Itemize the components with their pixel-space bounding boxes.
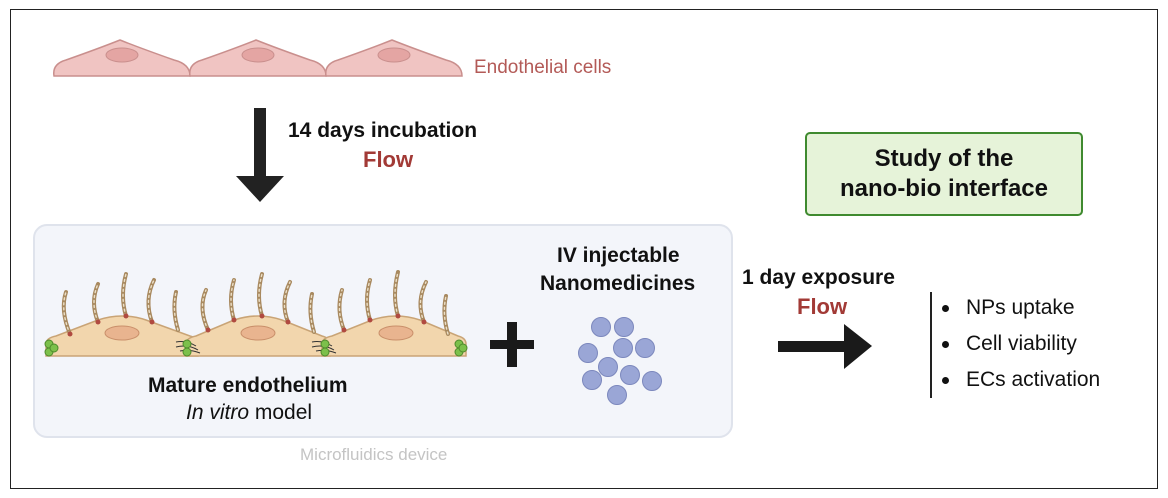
nanoparticle-icon [598, 357, 618, 377]
nanomedicines-label: Nanomedicines [540, 272, 696, 295]
mature-endothelium-illustration [44, 270, 468, 357]
nanoparticle-icon [642, 371, 662, 391]
study-title-line2: nano-bio interface [839, 175, 1049, 202]
endothelial-cells-row [53, 39, 463, 77]
figure-frame [10, 9, 1158, 489]
nucleus-icon [378, 325, 414, 341]
study-title-line1: Study of the [874, 145, 1014, 172]
flow-label-right: Flow [797, 294, 848, 319]
glycocalyx-icon [61, 270, 450, 337]
nanoparticle-icon [582, 370, 602, 390]
nanoparticle-icon [578, 343, 598, 363]
nucleus-icon [104, 325, 140, 341]
right-arrow-icon [778, 324, 872, 369]
mature-endothelium-label: Mature endothelium [148, 374, 348, 397]
outcome-item: ECs activation [932, 364, 1152, 400]
nucleus-icon [241, 47, 275, 63]
nanoparticle-icon [607, 385, 627, 405]
nanoparticle-icon [613, 338, 633, 358]
flow-label-top: Flow [363, 147, 414, 172]
nanoparticles-cluster [578, 317, 662, 405]
nanoparticle-icon [635, 338, 655, 358]
outcome-text: Cell viability [966, 332, 1077, 355]
microfluidics-device-label: Microfluidics device [300, 445, 448, 464]
outcome-text: ECs activation [966, 368, 1101, 391]
adhesion-molecule-icon [44, 339, 468, 357]
bullet-icon [942, 377, 949, 384]
study-box: Study of the nano-bio interface [805, 132, 1083, 216]
plus-icon [490, 322, 534, 367]
in-vitro-italic: In vitro [186, 401, 250, 424]
iv-injectable-label: IV injectable [557, 244, 680, 267]
model-word: model [249, 401, 313, 424]
nucleus-icon [377, 47, 411, 63]
nanoparticle-icon [591, 317, 611, 337]
bullet-icon [942, 305, 949, 312]
down-arrow-icon [236, 108, 284, 202]
outcomes-list: NPs uptake Cell viability ECs activation [930, 292, 1152, 398]
nanoparticle-icon [614, 317, 634, 337]
endothelial-cells-label: Endothelial cells [474, 57, 612, 78]
in-vitro-model-label: In vitro model [186, 401, 312, 425]
nanoparticle-icon [620, 365, 640, 385]
nucleus-icon [105, 47, 139, 63]
nucleus-icon [240, 325, 276, 341]
outcome-text: NPs uptake [966, 296, 1075, 319]
outcome-item: Cell viability [932, 328, 1152, 364]
exposure-label: 1 day exposure [742, 266, 895, 289]
bullet-icon [942, 341, 949, 348]
incubation-label: 14 days incubation [288, 119, 478, 142]
outcome-item: NPs uptake [932, 292, 1152, 328]
